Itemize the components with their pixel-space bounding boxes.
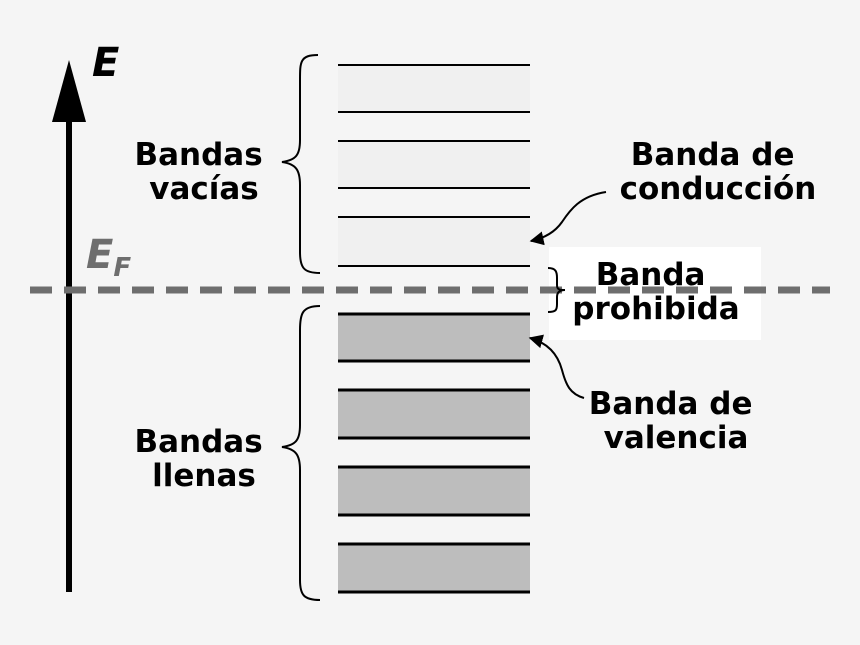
full-bands-label: Bandas llenas bbox=[135, 424, 274, 494]
filled-band bbox=[338, 544, 530, 592]
conduction-band-label: Banda de conducción bbox=[620, 137, 817, 207]
empty-bands bbox=[338, 64, 530, 267]
filled-band bbox=[338, 314, 530, 361]
conduction-band-pointer bbox=[529, 191, 607, 246]
empty-band bbox=[338, 141, 530, 188]
fermi-level-label: EF bbox=[86, 232, 131, 283]
energy-axis-arrowhead bbox=[52, 60, 86, 122]
filled-band bbox=[338, 467, 530, 515]
empty-bands-label: Bandas vacías bbox=[135, 137, 274, 207]
valence-band-pointer bbox=[528, 334, 585, 399]
filled-bands bbox=[338, 312, 530, 594]
empty-bands-brace bbox=[281, 54, 321, 274]
valence-band-label: Banda de valencia bbox=[589, 386, 764, 456]
filled-band bbox=[338, 390, 530, 438]
empty-band bbox=[338, 65, 530, 112]
band-gap-brace bbox=[547, 267, 566, 313]
empty-band bbox=[338, 217, 530, 266]
full-bands-brace bbox=[281, 305, 321, 601]
energy-axis-label: E bbox=[92, 40, 119, 86]
band-gap-label: Banda prohibida bbox=[572, 257, 739, 327]
